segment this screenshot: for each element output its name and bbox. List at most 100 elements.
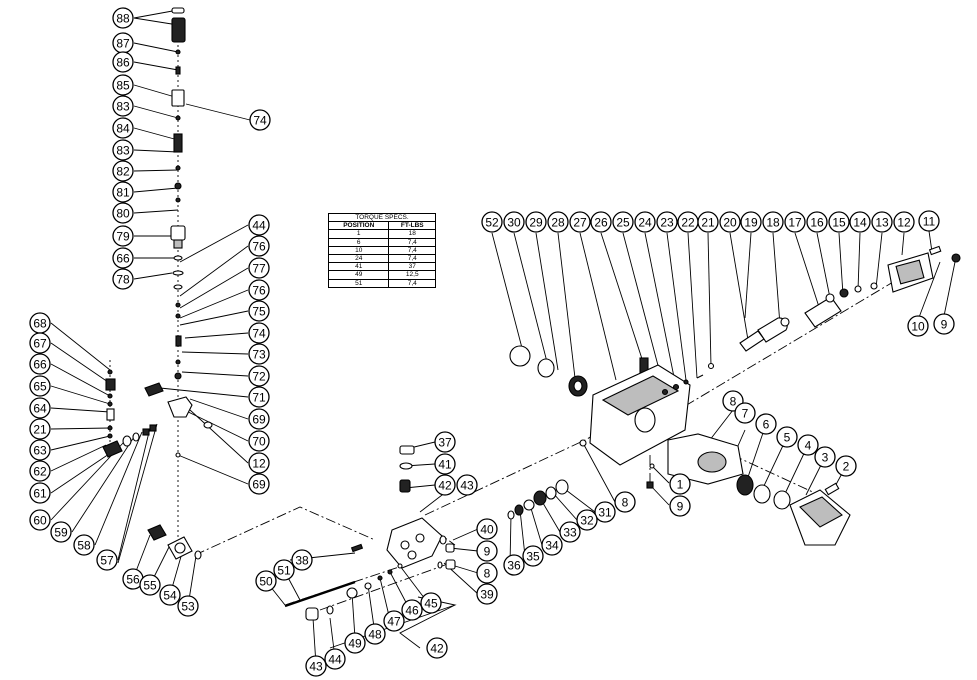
callout-74: 74 — [249, 109, 271, 131]
callout-63: 63 — [29, 439, 51, 461]
callout-43: 43 — [305, 655, 327, 677]
callout-86: 86 — [112, 51, 134, 73]
callout-label: 28 — [551, 216, 565, 230]
callout-label: 17 — [788, 216, 802, 230]
callout-label: 70 — [252, 435, 266, 449]
callout-label: 4 — [805, 439, 812, 453]
callout-label: 2 — [843, 460, 850, 474]
callout-label: 39 — [480, 588, 494, 602]
callout-44: 44 — [248, 214, 270, 236]
callout-66: 66 — [112, 247, 134, 269]
callout-66: 66 — [29, 353, 51, 375]
callout-55: 55 — [139, 574, 161, 596]
callout-85: 85 — [112, 74, 134, 96]
callout-label: 22 — [681, 216, 695, 230]
callout-label: 1 — [677, 478, 684, 492]
callout-25: 25 — [612, 211, 634, 233]
callout-9: 9 — [476, 540, 498, 562]
callout-label: 76 — [252, 240, 266, 254]
callout-49: 49 — [344, 632, 366, 654]
callout-label: 83 — [116, 100, 130, 114]
callout-1: 1 — [669, 473, 691, 495]
cell-torque: 12,5 — [388, 270, 436, 280]
callout-label: 74 — [252, 327, 266, 341]
callout-16: 16 — [806, 211, 828, 233]
callout-30: 30 — [503, 211, 525, 233]
callout-22: 22 — [677, 211, 699, 233]
callout-71: 71 — [248, 386, 270, 408]
cell-torque: 7,4 — [388, 254, 436, 264]
callout-label: 74 — [253, 114, 267, 128]
callout-9: 9 — [933, 313, 955, 335]
callout-23: 23 — [656, 211, 678, 233]
callout-14: 14 — [849, 211, 871, 233]
callout-45: 45 — [420, 592, 442, 614]
callout-54: 54 — [159, 584, 181, 606]
callout-2: 2 — [835, 455, 857, 477]
callout-79: 79 — [112, 225, 134, 247]
callout-label: 15 — [832, 216, 846, 230]
callout-label: 44 — [328, 653, 342, 667]
callout-label: 11 — [923, 215, 936, 229]
callout-label: 12 — [897, 216, 911, 230]
callout-label: 61 — [33, 487, 47, 501]
callout-38: 38 — [291, 549, 313, 571]
callout-label: 9 — [484, 545, 491, 559]
callout-label: 26 — [594, 216, 608, 230]
cell-position: 51 — [327, 278, 390, 288]
callout-78: 78 — [112, 268, 134, 290]
callout-69: 69 — [248, 408, 270, 430]
callout-74: 74 — [248, 322, 270, 344]
callout-label: 27 — [573, 216, 587, 230]
callout-label: 54 — [163, 589, 177, 603]
callout-label: 10 — [911, 320, 925, 334]
callout-42: 42 — [434, 474, 456, 496]
callout-label: 6 — [763, 418, 770, 432]
callout-label: 46 — [405, 604, 419, 618]
callout-26: 26 — [590, 211, 612, 233]
callout-76: 76 — [248, 279, 270, 301]
callout-label: 86 — [116, 56, 130, 70]
callout-label: 16 — [810, 216, 824, 230]
callout-13: 13 — [871, 211, 893, 233]
callout-label: 37 — [438, 436, 452, 450]
callout-41: 41 — [434, 453, 456, 475]
callout-label: 58 — [77, 539, 91, 553]
callout-42: 42 — [426, 637, 448, 659]
callout-label: 69 — [252, 478, 266, 492]
callout-53: 53 — [177, 595, 199, 617]
callout-81: 81 — [112, 181, 134, 203]
callout-6: 6 — [755, 413, 777, 435]
callout-label: 13 — [875, 216, 889, 230]
callout-72: 72 — [248, 365, 270, 387]
callout-label: 59 — [54, 526, 68, 540]
callout-88: 88 — [112, 7, 134, 29]
callout-27: 27 — [569, 211, 591, 233]
callout-label: 9 — [677, 500, 684, 514]
callout-label: 45 — [424, 597, 438, 611]
callout-28: 28 — [547, 211, 569, 233]
callout-32: 32 — [576, 509, 598, 531]
parts — [102, 7, 961, 621]
callout-12: 12 — [248, 452, 270, 474]
callout-label: 3 — [822, 451, 829, 465]
cell-position: 41 — [327, 262, 390, 272]
callout-label: 53 — [181, 600, 195, 614]
callout-29: 29 — [525, 211, 547, 233]
callout-label: 79 — [116, 230, 130, 244]
callout-24: 24 — [634, 211, 656, 233]
callout-67: 67 — [29, 332, 51, 354]
callout-label: 24 — [638, 216, 652, 230]
callout-label: 21 — [701, 216, 715, 230]
callout-33: 33 — [559, 521, 581, 543]
callout-label: 44 — [252, 219, 266, 233]
callout-75: 75 — [248, 300, 270, 322]
callout-label: 57 — [100, 554, 114, 568]
callout-label: 84 — [116, 122, 130, 136]
callout-label: 33 — [563, 526, 577, 540]
callout-label: 25 — [616, 216, 630, 230]
callout-34: 34 — [541, 534, 563, 556]
